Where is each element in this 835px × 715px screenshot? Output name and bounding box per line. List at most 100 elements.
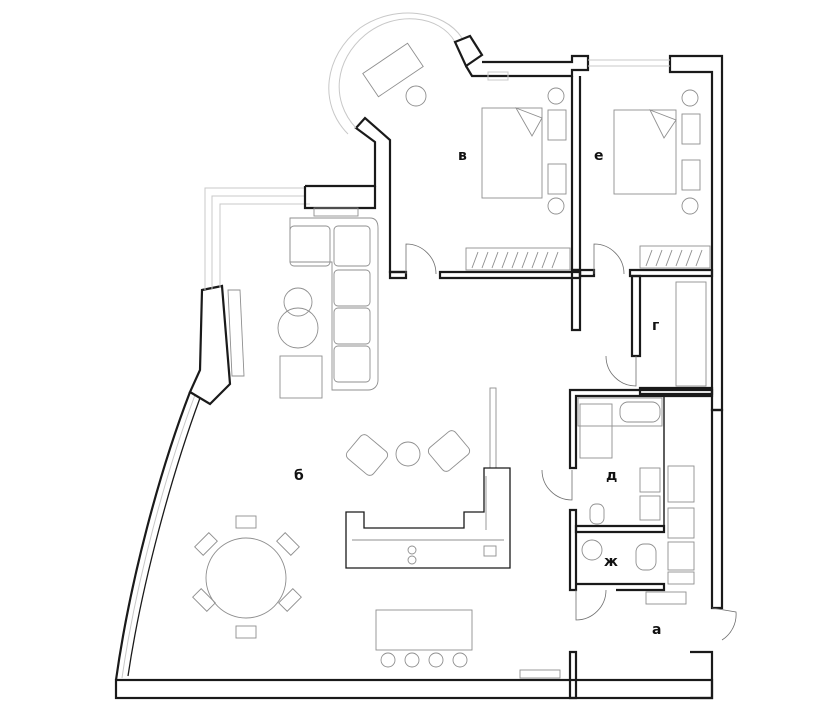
bed-v-nightstand-bottom xyxy=(547,163,567,195)
bath-toilet xyxy=(589,503,605,525)
stool-4 xyxy=(452,652,468,668)
bed-v-nightstand-top xyxy=(547,109,567,141)
bed-e-nightstand-bottom xyxy=(681,159,701,191)
sofa-cushion-5 xyxy=(333,345,371,383)
coffee-table-large xyxy=(277,307,319,349)
curved-wall-inner xyxy=(127,397,201,677)
room-label-zh: ж xyxy=(604,554,618,570)
dining-table xyxy=(205,537,287,619)
armchair-left xyxy=(345,434,389,476)
door-bathroom xyxy=(541,469,573,501)
bed-e-nightstand-top xyxy=(681,113,701,145)
top-right-window xyxy=(588,59,670,67)
bed-e-lamp-top xyxy=(681,89,699,107)
partition xyxy=(489,387,497,469)
curved-window xyxy=(121,394,196,679)
top-vent xyxy=(487,71,509,81)
storage-left-wall xyxy=(630,274,642,358)
bed-v-lamp-bottom xyxy=(547,197,565,215)
bathtub-basin xyxy=(619,401,661,423)
furniture xyxy=(192,42,711,679)
bathroom-left-wall-lower xyxy=(568,508,578,592)
doors xyxy=(405,243,737,641)
dining-chair-top xyxy=(235,515,257,529)
ottoman xyxy=(279,355,323,399)
sofa-cushion-4 xyxy=(333,307,371,345)
hall-cabinet-2 xyxy=(667,507,695,539)
wardrobe-e xyxy=(639,245,711,269)
wc-bottom-wall xyxy=(576,582,666,592)
room-labels: а б в г д е ж xyxy=(294,148,661,638)
room-label-b: б xyxy=(294,468,304,484)
kitchen-island xyxy=(375,609,473,651)
dining-chair-bottom-right xyxy=(278,588,302,612)
side-table xyxy=(395,441,421,467)
storage-shelf xyxy=(675,281,707,387)
door-storage xyxy=(605,355,637,387)
sofa-cushion-1 xyxy=(289,225,331,267)
corner-sofa xyxy=(289,217,379,391)
armchair-right xyxy=(427,430,471,472)
wardrobe-e-hangers xyxy=(645,249,703,267)
corner-block xyxy=(690,650,714,700)
bathroom-top-wall xyxy=(568,388,714,470)
study-chair xyxy=(405,85,427,107)
entrance-pier xyxy=(568,650,578,700)
bedroom-e-bottom-wall xyxy=(628,268,714,278)
radiator-bottom xyxy=(519,669,561,679)
bedroom-divider-wall xyxy=(570,76,582,272)
hob-1 xyxy=(407,545,417,555)
interior-walls xyxy=(388,76,714,700)
kitchen-sink xyxy=(483,545,497,557)
curved-wall-outer xyxy=(114,391,192,681)
hall-cabinet-1 xyxy=(667,465,695,503)
bed-e-fold xyxy=(649,109,677,139)
door-bedroom-e xyxy=(593,243,625,275)
bay-window-block xyxy=(188,284,232,406)
room-label-v: в xyxy=(458,148,467,164)
stool-3 xyxy=(428,652,444,668)
top-left-window-frame xyxy=(204,187,310,290)
tv-panel xyxy=(227,289,245,377)
room-label-d: д xyxy=(606,468,617,484)
kitchen-counter xyxy=(345,467,511,569)
bedroom-e-bottom-stub xyxy=(578,268,596,278)
bedroom-v-bottom-wall xyxy=(438,270,582,280)
outer-walls xyxy=(114,12,724,700)
room-label-g: г xyxy=(652,318,659,334)
hob-2 xyxy=(407,555,417,565)
entrance-bench xyxy=(645,591,687,605)
round-bay-pier xyxy=(453,34,484,68)
wc-toilet xyxy=(635,543,657,571)
sofa-cushion-3 xyxy=(333,269,371,307)
door-bedroom-v xyxy=(405,243,437,275)
stool-1 xyxy=(380,652,396,668)
coffee-table-small xyxy=(283,287,313,317)
kitchen-counter-edge xyxy=(352,476,504,541)
stool-2 xyxy=(404,652,420,668)
bed-v-fold xyxy=(514,107,543,137)
sofa-cushion-2 xyxy=(333,225,371,267)
door-entrance xyxy=(711,607,737,641)
top-wall-middle xyxy=(465,54,590,78)
hall-cabinet-4 xyxy=(667,571,695,585)
study-desk xyxy=(362,42,424,98)
dining-chair-top-right xyxy=(276,532,300,556)
upper-left-wall xyxy=(305,116,405,274)
hall-cabinet-3 xyxy=(667,541,695,571)
dining-chair-bottom xyxy=(235,625,257,639)
wardrobe-v xyxy=(465,247,571,271)
radiator-top xyxy=(313,207,359,217)
room-label-a: а xyxy=(652,622,661,638)
bed-e-lamp-bottom xyxy=(681,197,699,215)
door-wc xyxy=(575,589,607,621)
round-bay-window xyxy=(338,18,456,129)
right-wall-lower xyxy=(710,408,724,610)
right-wall-upper xyxy=(668,54,724,412)
bottom-wall xyxy=(114,678,714,700)
bath-sink-top xyxy=(639,467,661,493)
dining-chair-bottom-left xyxy=(192,588,216,612)
dining-chair-top-left xyxy=(194,532,218,556)
upper-left-pier xyxy=(303,186,377,210)
